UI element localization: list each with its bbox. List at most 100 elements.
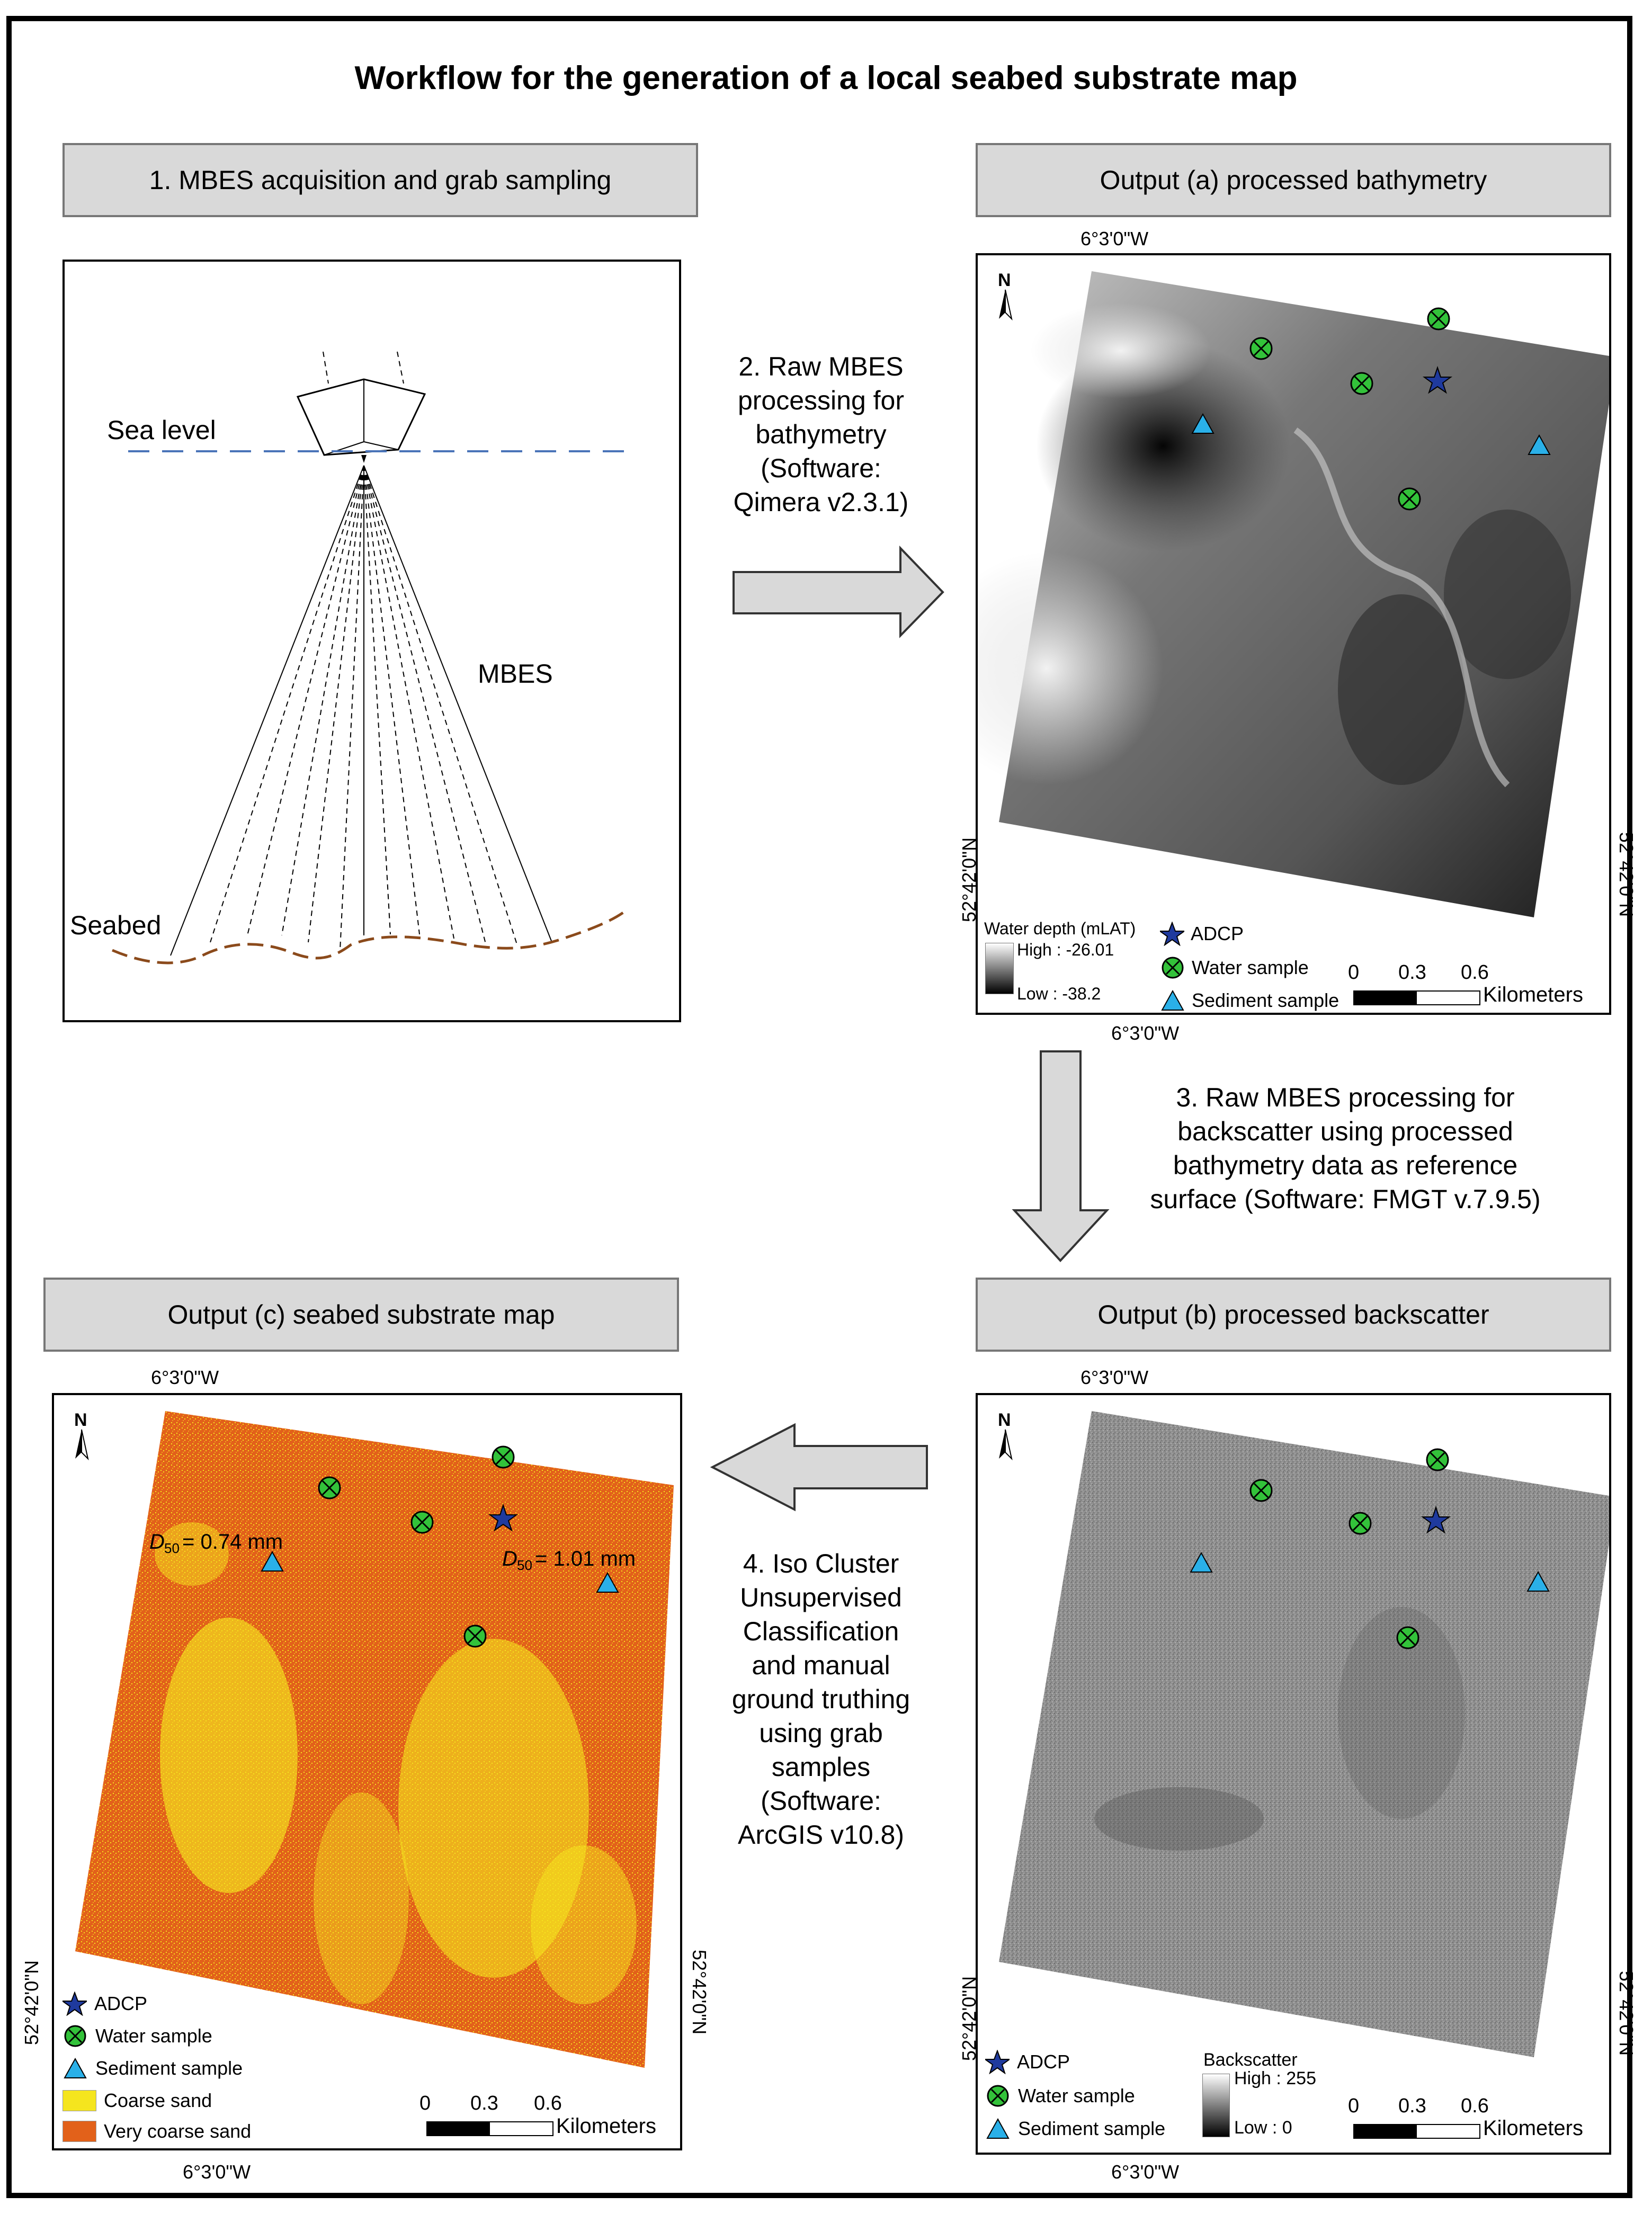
step3-line: bathymetry data as reference [1173,1150,1518,1180]
box-step1: 1. MBES acquisition and grab sampling [62,143,698,217]
step2-line: (Software: [761,453,881,483]
legend-water-label: Water sample [1192,957,1309,978]
star-icon [985,2050,1010,2074]
step4-line: using grab [759,1718,883,1748]
legend-adcp: ADCP [62,1992,147,2016]
legend-sediment-label: Sediment sample [1018,2118,1166,2139]
coarse-sand-swatch [62,2090,96,2111]
scale-unit: Kilometers [1483,2117,1583,2140]
step3-line: backscatter using processed [1177,1117,1513,1146]
legend-coarse-sand: Coarse sand [62,2090,212,2112]
page-title: Workflow for the generation of a local s… [354,60,1298,96]
panel-mbes-schematic: Sea level MBES Seabed [62,260,681,1022]
d50-annotation-a: D 50 = 0.74 mm [149,1530,283,1556]
arrow-down [1012,1050,1110,1262]
backscatter-raster [999,1411,1609,2057]
boat-hull [296,378,426,456]
svg-text:50: 50 [517,1557,532,1573]
legend-very-coarse-sand-label: Very coarse sand [104,2120,252,2142]
step2-line: Qimera v2.3.1) [733,487,909,517]
legend-adcp-label: ADCP [94,1993,148,2014]
scale-tick-0: 0 [1348,961,1360,984]
water-sample-marker [1249,337,1273,360]
bathy-color-ramp [985,943,1014,994]
panel-substrate: D 50 = 0.74 mm D 50 = 1.01 mm N [52,1393,682,2150]
legend-adcp-label: ADCP [1191,923,1244,944]
adcp-star [1422,365,1453,394]
svg-text:N: N [998,270,1011,290]
lat-label-right: 52°42'0"N [1615,832,1637,917]
scale-bar [1353,990,1480,1005]
legend-adcp: ADCP [1160,922,1244,946]
panel-backscatter: N [976,1393,1611,2155]
bathy-low-label: Low : -38.2 [1017,984,1101,1003]
step4-line: (Software: [761,1786,881,1816]
adcp-star [1421,1505,1451,1534]
sediment-sample-marker [596,1572,619,1593]
legend-sediment: Sediment sample [64,2057,243,2079]
legend-very-coarse-sand: Very coarse sand [62,2120,251,2142]
step3-line: surface (Software: FMGT v.7.9.5) [1150,1184,1541,1214]
box-output-c: Output (c) seabed substrate map [43,1278,679,1352]
legend-sediment: Sediment sample [986,2118,1165,2140]
svg-text:D: D [502,1547,517,1570]
lon-label-top: 6°3'0"W [1081,1367,1149,1388]
sediment-sample-icon [1161,990,1184,1011]
bathy-legend-title: Water depth (mLAT) [984,919,1136,938]
scale-tick-06: 0.6 [534,2092,562,2114]
water-sample-marker [1350,372,1373,395]
sediment-sample-marker [1526,1570,1550,1592]
water-sample-icon [1162,957,1184,979]
scale-tick-03: 0.3 [470,2092,498,2114]
lon-label-top: 6°3'0"W [1081,228,1149,249]
lon-label-bottom: 6°3'0"W [1111,2161,1180,2183]
scale-tick-0: 0 [1348,2095,1360,2117]
substrate-map: D 50 = 0.74 mm D 50 = 1.01 mm N [74,1410,674,2068]
lat-label-left: 52°42'0"N [958,1976,980,2061]
backscatter-low-label: Low : 0 [1234,2118,1292,2138]
step4-line: Classification [743,1617,899,1646]
step4-line: and manual [752,1650,890,1680]
step4-line: ArcGIS v10.8) [738,1820,904,1850]
water-sample-marker [463,1624,487,1648]
backscatter-color-ramp [1202,2074,1230,2137]
legend-water: Water sample [64,2024,212,2048]
step3-line: 3. Raw MBES processing for [1176,1083,1515,1112]
step4-line: 4. Iso Cluster [743,1549,899,1578]
legend-water-label: Water sample [1018,2085,1135,2106]
water-sample-marker [492,1445,515,1469]
mbes-label: MBES [478,659,553,689]
scale-tick-03: 0.3 [1398,961,1426,984]
star-icon [1160,922,1184,946]
svg-text:N: N [998,1410,1011,1430]
legend-water: Water sample [1161,956,1309,979]
north-arrow: N [998,1410,1013,1461]
legend-coarse-sand-label: Coarse sand [104,2090,212,2111]
step2-line: 2. Raw MBES [738,352,904,381]
seabed-line [112,909,627,965]
legend-sediment: Sediment sample [1161,989,1339,1012]
svg-text:= 1.01 mm: = 1.01 mm [535,1547,636,1570]
backscatter-high-label: High : 255 [1234,2068,1316,2088]
north-arrow: N [74,1410,89,1461]
scale-bar [426,2121,553,2136]
arrow-left [710,1423,928,1512]
lat-label-right: 52°42'0"N [689,1949,710,2035]
outer-frame [6,16,1632,2198]
lon-label-bottom: 6°3'0"W [183,2161,251,2183]
mbes-schematic-drawing: Sea level MBES Seabed [70,351,627,965]
lon-label-bottom: 6°3'0"W [1111,1022,1180,1044]
sediment-sample-marker [1190,1551,1213,1573]
svg-text:50: 50 [164,1540,180,1556]
scale-tick-06: 0.6 [1461,961,1489,984]
water-sample-marker [1396,1626,1419,1649]
backscatter-map: N [998,1410,1609,2057]
sediment-sample-icon [986,2118,1010,2139]
step3-text: 3. Raw MBES processing for backscatter u… [1102,1081,1589,1216]
water-sample-marker [1426,1448,1449,1471]
water-sample-marker [1349,1512,1372,1535]
lon-label-top: 6°3'0"W [151,1367,219,1388]
legend-sediment-label: Sediment sample [95,2057,243,2079]
legend-adcp: ADCP [985,2050,1070,2074]
very-coarse-sand-swatch [62,2121,96,2142]
